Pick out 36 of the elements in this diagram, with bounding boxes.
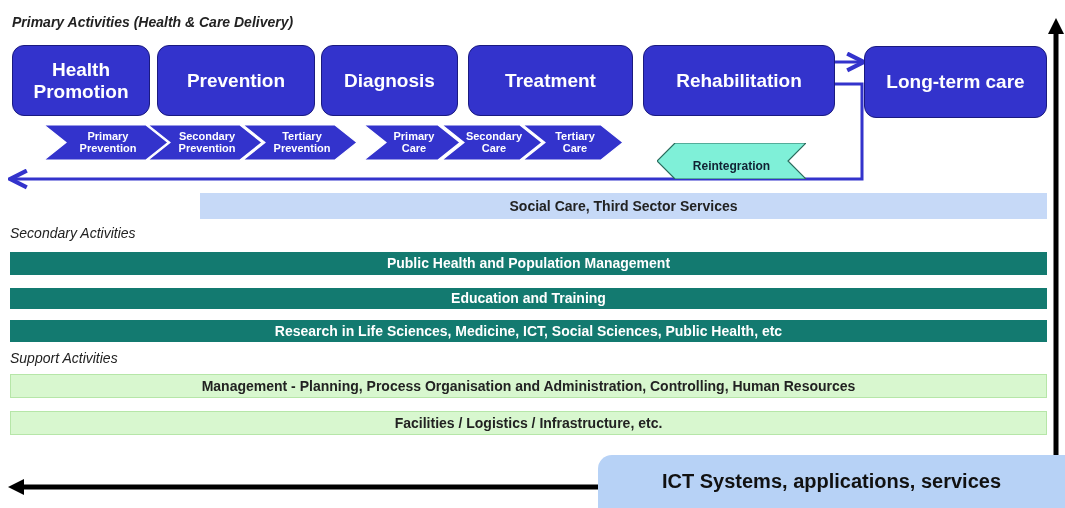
activity-bar	[200, 193, 1047, 219]
box-label: Management - Planning, Process Organisation and Administration, Controlling, Human Resources	[201, 377, 856, 395]
box-label: Public Health and Population Management	[386, 255, 671, 272]
box-label: Research in Life Sciences, Medicine, ICT, Social Sciences, Public Health, etc	[274, 322, 783, 340]
section-heading: Primary Activities (Health & Care Delivery)	[12, 14, 294, 30]
activity-bar	[10, 320, 1047, 342]
box-label: Diagnosis	[344, 69, 435, 92]
activity-box	[12, 45, 150, 116]
step-label: Primary Prevention	[78, 130, 138, 155]
box-label: Health Promotion	[32, 58, 130, 103]
activity-box	[643, 45, 835, 116]
activity-bar	[10, 288, 1047, 309]
arrow	[7, 82, 864, 190]
activity-box	[157, 45, 315, 116]
box-label: Long-term care	[886, 71, 1025, 93]
activity-bar	[10, 374, 1047, 398]
box-label: Treatment	[505, 69, 596, 92]
activity-box	[468, 45, 633, 116]
step-label: Secondary Care	[464, 130, 524, 155]
box-label: Social Care, Third Sector Services	[509, 197, 738, 215]
box-label: ICT Systems, applications, services	[661, 470, 1001, 493]
step-label: Tertiary Care	[554, 130, 596, 155]
step-label: Reintegration	[692, 159, 771, 173]
box-label: Facilities / Logistics / Infrastructure, etc.	[394, 414, 663, 432]
step-label: Secondary Prevention	[177, 130, 237, 155]
box-label: Education and Training	[451, 290, 606, 307]
section-heading: Support Activities	[10, 350, 118, 366]
activity-bar	[10, 252, 1047, 275]
ict-box	[598, 455, 1065, 508]
step-label: Primary Care	[392, 130, 436, 155]
box-label: Prevention	[186, 69, 286, 92]
activity-box	[321, 45, 458, 116]
activity-bar	[10, 411, 1047, 435]
step-label: Tertiary Prevention	[272, 130, 332, 155]
activity-box	[864, 46, 1047, 118]
box-label: Rehabilitation	[676, 69, 802, 92]
